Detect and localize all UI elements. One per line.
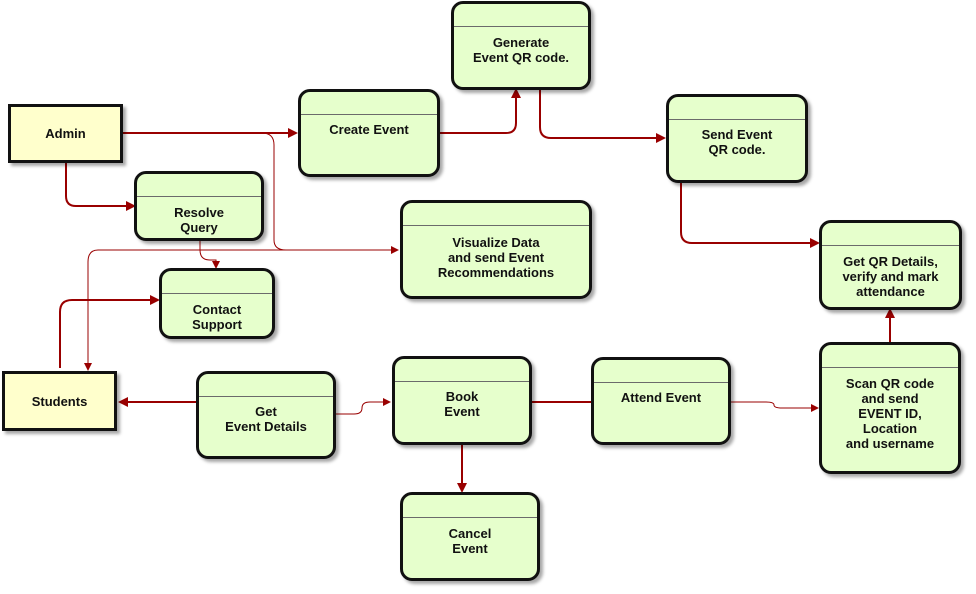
- process-divider: [162, 293, 272, 294]
- process-divider: [199, 396, 333, 397]
- entity-admin: Admin: [8, 104, 123, 163]
- process-contact-support: Contact Support: [159, 268, 275, 339]
- process-create-event: Create Event: [298, 89, 440, 177]
- process-divider: [822, 245, 959, 246]
- process-divider: [822, 367, 958, 368]
- arrow-attend-event-to-scan-qr: [730, 401, 819, 412]
- process-send-qr-label: Send Event QR code.: [701, 127, 773, 157]
- process-book-event: Book Event: [392, 356, 532, 445]
- process-scan-qr-label: Scan QR code and send EVENT ID, Location…: [845, 376, 935, 451]
- process-attend-event-label: Attend Event: [620, 390, 702, 405]
- process-divider: [403, 517, 537, 518]
- process-divider: [403, 225, 589, 226]
- process-create-event-label: Create Event: [329, 122, 409, 137]
- process-send-qr: Send Event QR code.: [666, 94, 808, 183]
- process-scan-qr: Scan QR code and send EVENT ID, Location…: [819, 342, 961, 474]
- process-divider: [454, 26, 588, 27]
- arrow-generate-qr-to-send-qr: [539, 90, 666, 143]
- process-attend-event: Attend Event: [591, 357, 731, 445]
- process-divider: [669, 119, 805, 120]
- process-divider: [137, 196, 261, 197]
- process-resolve-query: Resolve Query: [134, 171, 264, 241]
- arrow-send-qr-to-get-qr-details: [680, 183, 820, 248]
- process-resolve-query-label: Resolve Query: [174, 205, 224, 235]
- arrow-students-to-contact-support: [59, 295, 160, 368]
- process-get-qr-details: Get QR Details, verify and mark attendan…: [819, 220, 962, 310]
- arrow-resolve-query-to-contact-support: [199, 240, 220, 269]
- process-get-event-details: Get Event Details: [196, 371, 336, 459]
- arrow-create-event-to-generate-qr: [440, 88, 521, 134]
- entity-students: Students: [2, 371, 117, 431]
- process-visualize-data: Visualize Data and send Event Recommenda…: [400, 200, 592, 299]
- process-divider: [395, 381, 529, 382]
- process-book-event-label: Book Event: [444, 389, 480, 419]
- process-visualize-data-label: Visualize Data and send Event Recommenda…: [437, 235, 555, 280]
- process-cancel-event: Cancel Event: [400, 492, 540, 581]
- process-divider: [301, 114, 437, 115]
- process-divider: [594, 382, 728, 383]
- process-generate-qr-label: Generate Event QR code.: [472, 35, 570, 65]
- process-generate-qr: Generate Event QR code.: [451, 1, 591, 90]
- process-get-qr-details-label: Get QR Details, verify and mark attendan…: [842, 254, 939, 299]
- process-contact-support-label: Contact Support: [192, 302, 242, 332]
- arrow-admin-to-resolve-query: [65, 163, 136, 211]
- arrow-get-event-details-to-book-event: [336, 398, 391, 415]
- process-get-event-details-label: Get Event Details: [225, 404, 307, 434]
- process-cancel-event-label: Cancel Event: [448, 526, 492, 556]
